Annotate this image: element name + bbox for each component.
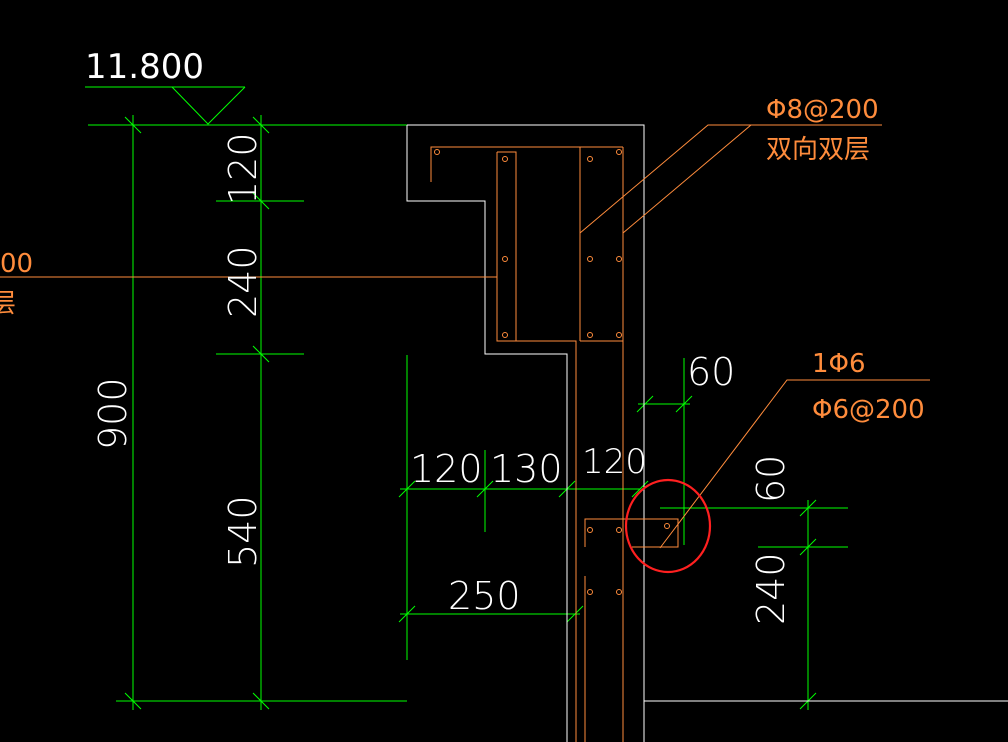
note-ledge-bar: 1Φ6 [812,349,866,379]
dim-upper-240: 240 [221,245,265,318]
dimension-lines [85,86,848,742]
dim-horiz-250: 250 [448,574,521,618]
dim-lower-540: 540 [221,495,265,568]
dim-ledge-60-top: 60 [687,350,735,394]
dim-horiz-120b: 120 [582,442,647,482]
dim-horiz-120: 120 [410,447,483,491]
dim-ledge-60-right: 60 [749,455,793,503]
note-left-cut2: 层 [0,289,16,319]
note-top-rebar-desc: 双向双层 [766,135,870,165]
note-ledge-stirrup: Φ6@200 [812,395,925,425]
dim-horiz-130: 130 [490,447,563,491]
dim-total-900: 900 [91,377,135,450]
note-top-rebar: Φ8@200 [766,95,879,125]
dim-ledge-240: 240 [749,552,793,625]
note-left-cut: 00 [0,249,33,279]
dim-top-120: 120 [221,132,265,205]
elevation-label: 11.800 [85,47,204,87]
highlight-circle [624,478,712,574]
rebar [0,124,930,742]
